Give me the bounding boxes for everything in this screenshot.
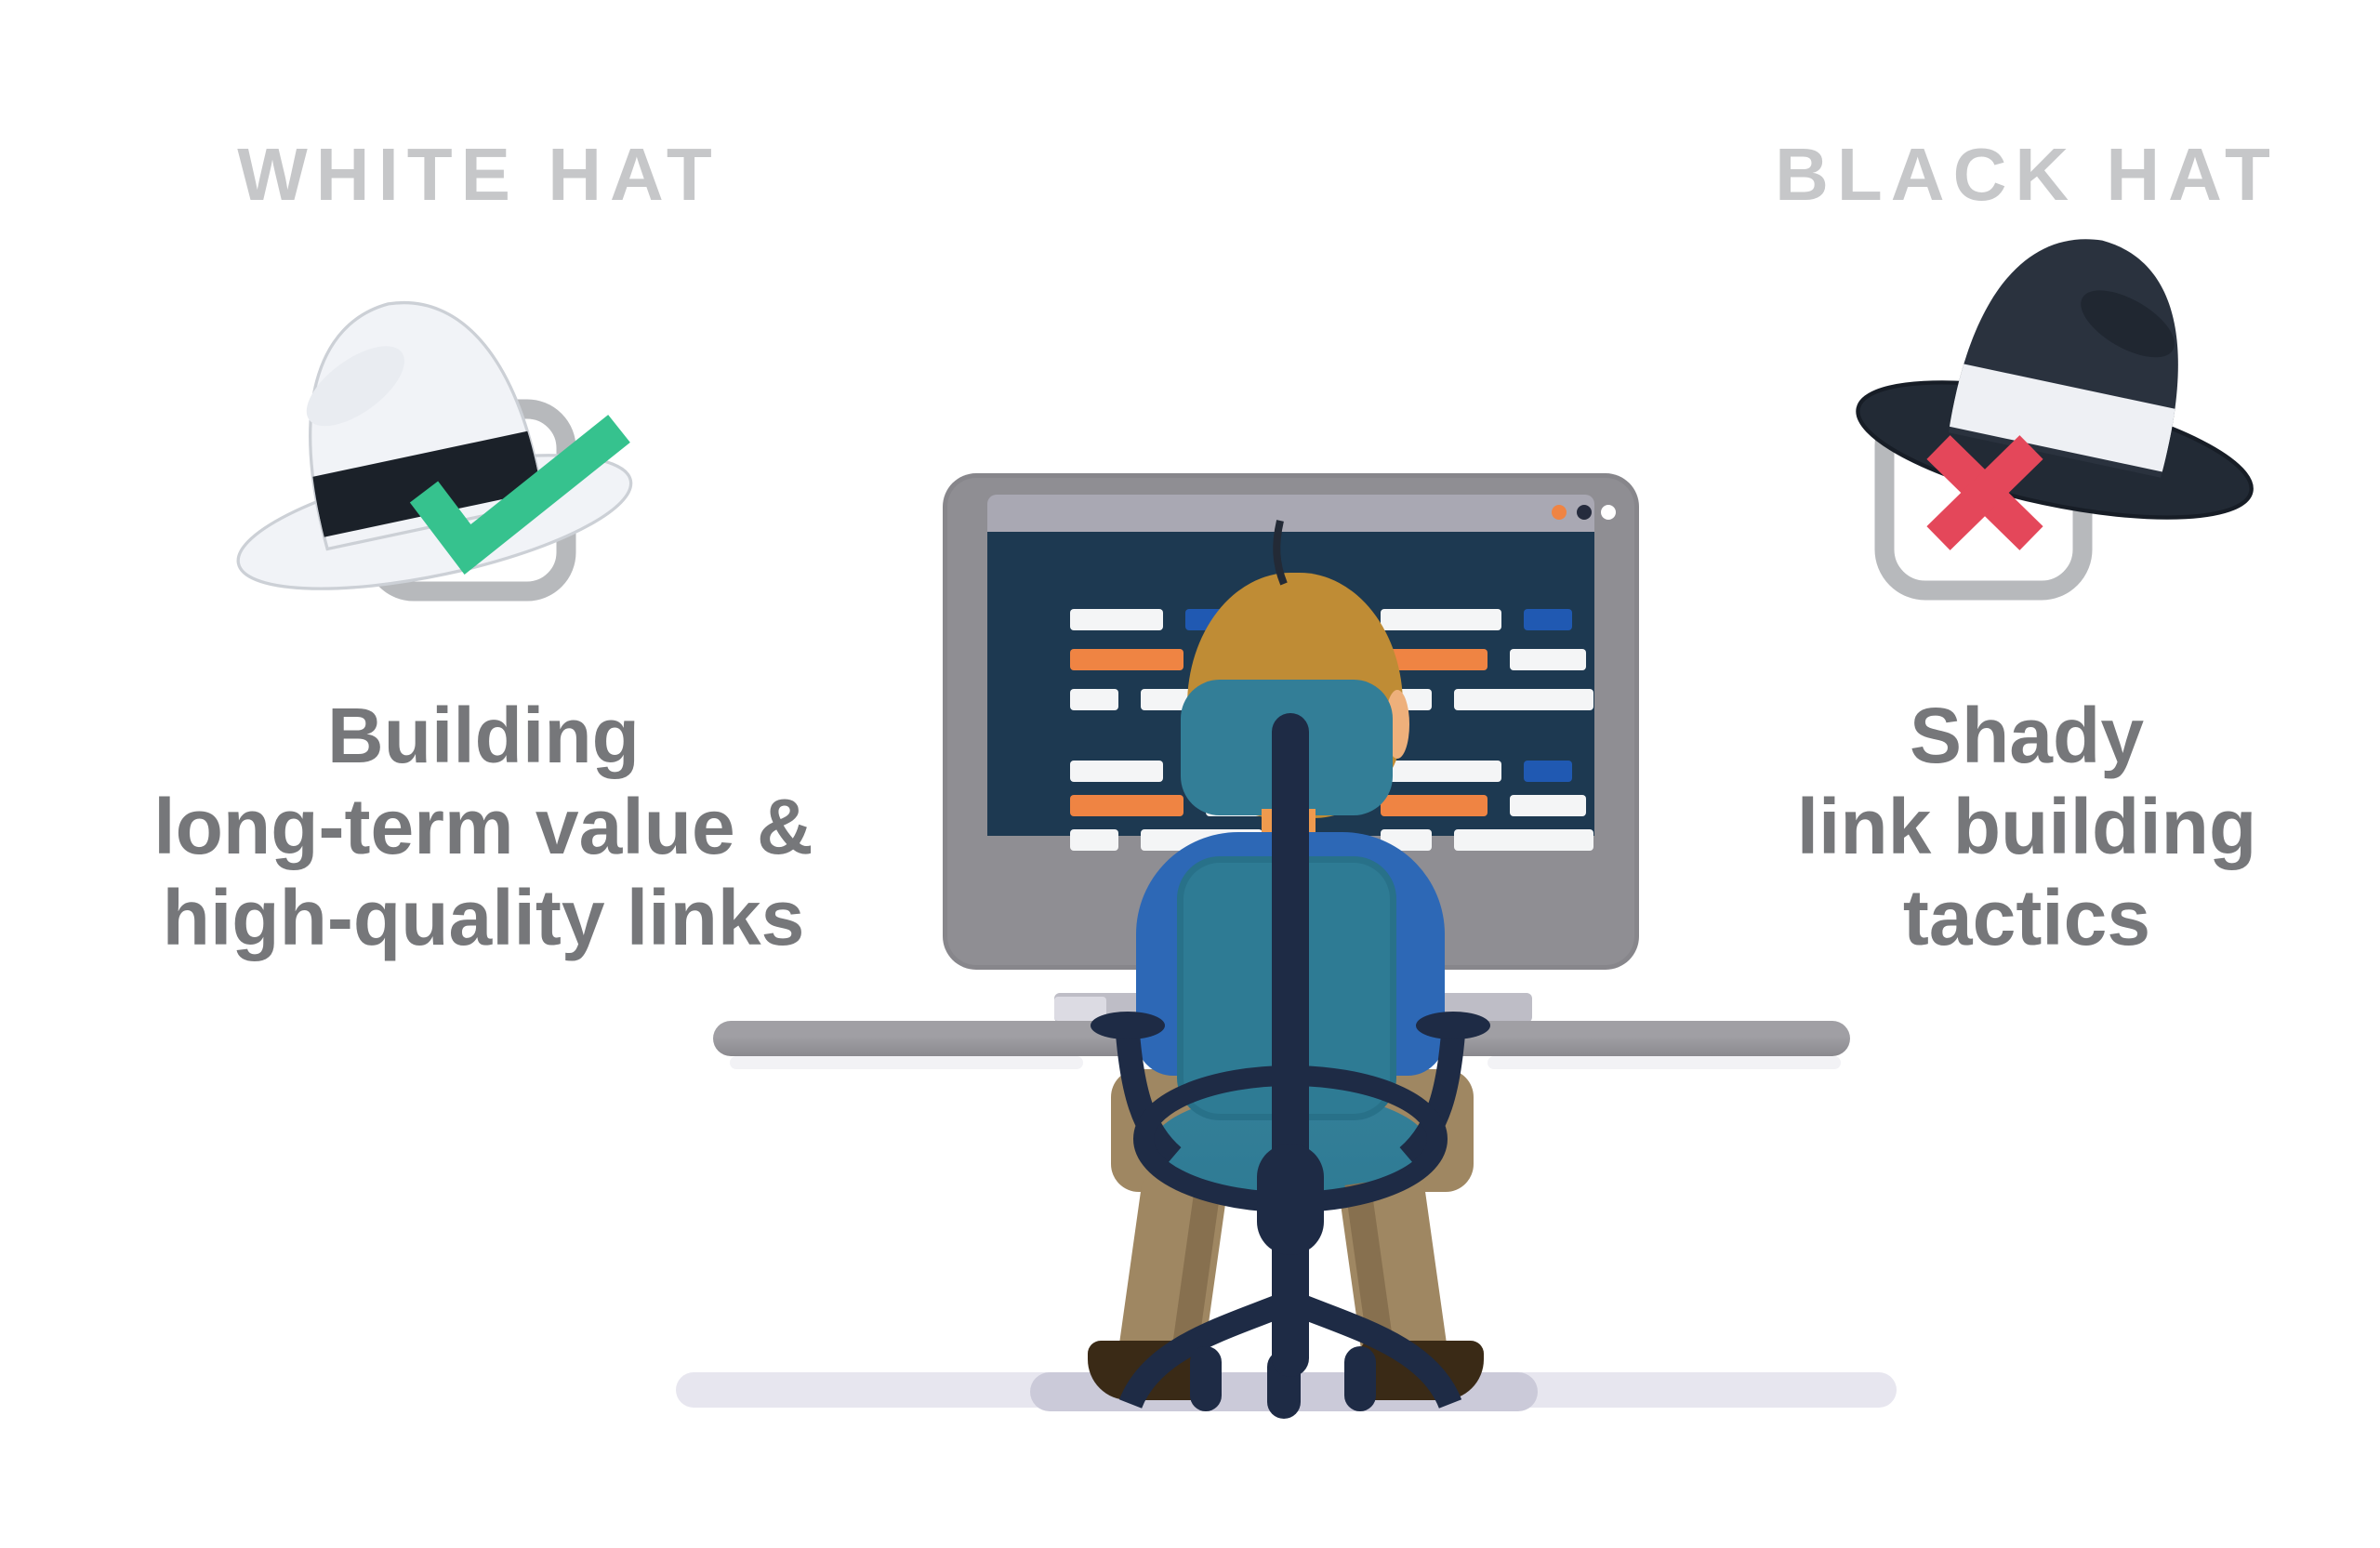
- code-line: [1381, 649, 1586, 670]
- caption-line: high-quality links: [162, 874, 805, 961]
- code-bar: [1510, 795, 1586, 816]
- check-icon: [409, 415, 630, 575]
- caption-line: long-term value &: [153, 783, 813, 870]
- code-bar: [1524, 609, 1572, 630]
- code-bar: [1381, 795, 1488, 816]
- window-titlebar: [987, 495, 1616, 532]
- white-hat-caption: Building long-term value & high-quality …: [79, 690, 888, 963]
- code-bar: [1070, 609, 1163, 630]
- code-bar: [1381, 761, 1501, 782]
- caption-line: link building: [1796, 783, 2257, 870]
- code-bar: [1070, 689, 1118, 710]
- window-dot-orange: [1552, 505, 1567, 520]
- code-bar: [1524, 761, 1572, 782]
- keyboard: [1054, 997, 1106, 1021]
- white-hat-title: WHITE HAT: [237, 133, 721, 216]
- window-dot-navy: [1577, 505, 1592, 520]
- code-bar: [1070, 649, 1183, 670]
- window-dot-white: [1601, 505, 1616, 520]
- caption-line: Shady: [1909, 692, 2145, 779]
- chair-spine: [1272, 713, 1309, 1377]
- right-armrest-pad: [1416, 1012, 1490, 1039]
- code-bar: [1070, 829, 1118, 851]
- code-bar: [1070, 795, 1183, 816]
- code-line: [1381, 761, 1572, 782]
- code-bar: [1510, 649, 1586, 670]
- black-hat-title: BLACK HAT: [1775, 133, 2279, 216]
- code-line: [1381, 795, 1586, 816]
- code-line: [1381, 609, 1572, 630]
- code-bar: [1070, 761, 1163, 782]
- desk-shadow: [1488, 1056, 1841, 1069]
- left-armrest-pad: [1091, 1012, 1165, 1039]
- code-bar: [1454, 689, 1593, 710]
- desk-shadow: [730, 1056, 1083, 1069]
- chair-base-arms: [1118, 1290, 1462, 1409]
- code-bar: [1381, 609, 1501, 630]
- code-bar: [1381, 649, 1488, 670]
- chair-armrests: [1116, 1032, 1465, 1166]
- x-icon: [1926, 435, 2043, 550]
- caption-line: tactics: [1902, 874, 2151, 961]
- cowlick-hair-strand: [1273, 520, 1288, 586]
- code-bar: [1454, 829, 1593, 851]
- chair-spine-hub: [1257, 1144, 1324, 1255]
- black-fedora-icon: [1856, 239, 2254, 520]
- caption-line: Building: [327, 692, 640, 779]
- black-hat-caption: Shady link building tactics: [1673, 690, 2380, 963]
